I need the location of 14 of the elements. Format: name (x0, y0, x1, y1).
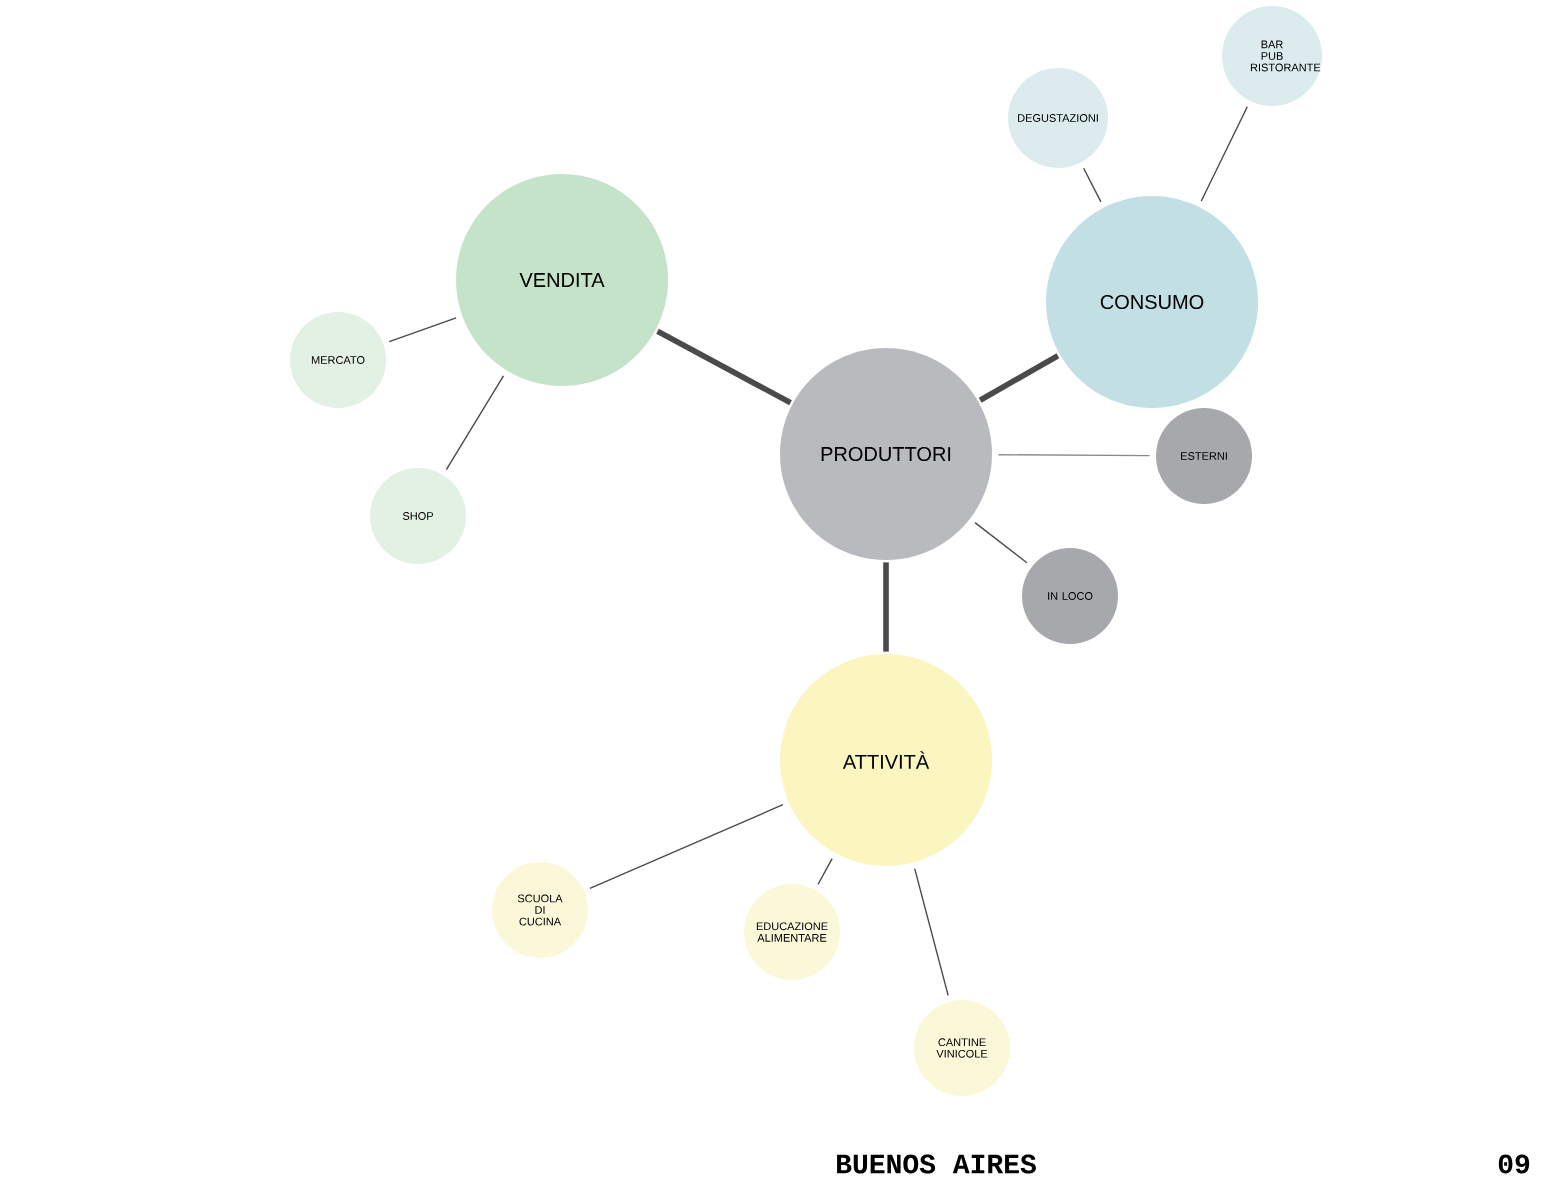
connector-line (997, 454, 1151, 457)
connector-line (388, 317, 457, 343)
connector-line (974, 521, 1028, 564)
connector-line (978, 353, 1060, 403)
connector-line (914, 868, 949, 997)
connector-line (1200, 106, 1248, 202)
connector-line (1083, 167, 1102, 203)
connector-line (817, 857, 833, 885)
connector-line (445, 375, 505, 471)
place-label: BUENOS AIRES (837, 1154, 1036, 1174)
connector-line (656, 328, 792, 406)
connector-line (883, 562, 889, 652)
connector-line (589, 804, 784, 890)
page-number: 09 (1498, 1154, 1530, 1174)
